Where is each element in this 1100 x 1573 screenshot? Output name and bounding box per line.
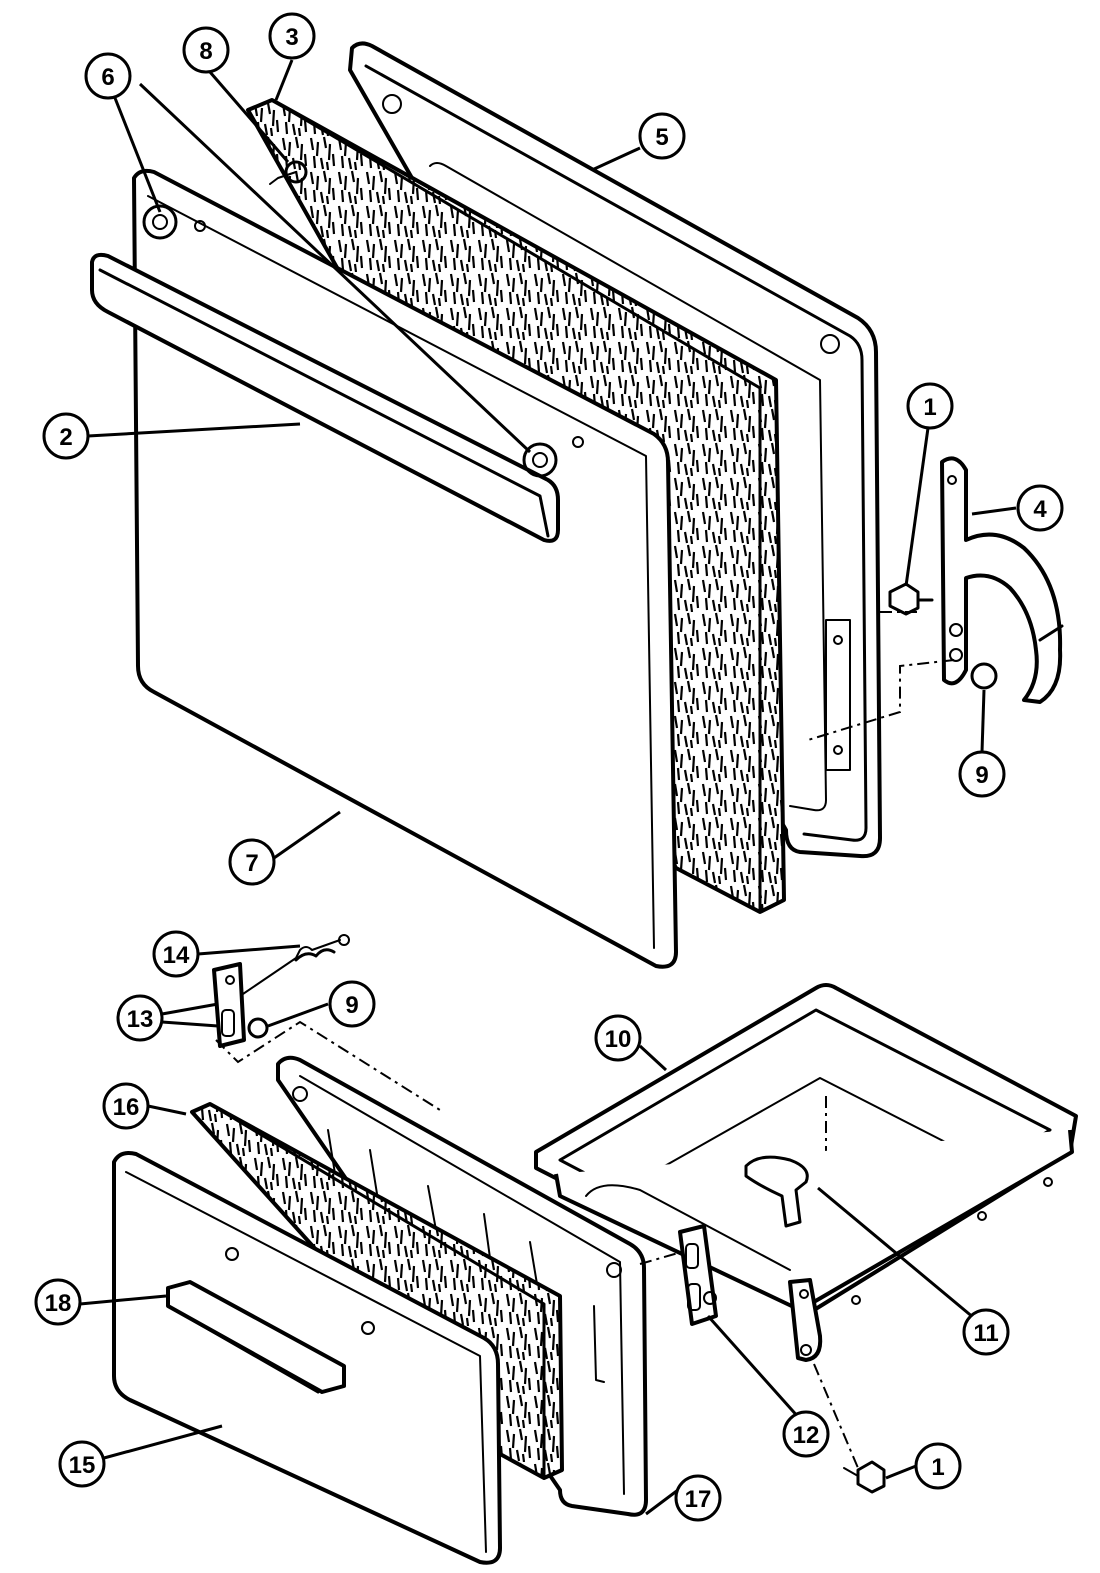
slide-screw-lower xyxy=(843,1460,886,1494)
assembly-line-hinge xyxy=(807,611,955,741)
callout-2: 2 xyxy=(42,412,90,460)
assembly-line-screw xyxy=(813,1363,859,1469)
svg-text:9: 9 xyxy=(345,992,358,1019)
callout-13: 13 xyxy=(116,994,164,1042)
callout-16: 16 xyxy=(102,1082,150,1130)
callout-1-upper: 1 xyxy=(906,382,954,430)
svg-text:1: 1 xyxy=(923,394,936,421)
callout-10: 10 xyxy=(594,1014,642,1062)
callout-4: 4 xyxy=(1016,484,1064,532)
drawer-clip xyxy=(744,1155,809,1228)
slide-bracket-right xyxy=(678,1224,718,1326)
svg-text:9: 9 xyxy=(975,762,988,789)
svg-text:14: 14 xyxy=(163,942,190,969)
door-handle xyxy=(90,252,560,543)
door-hinge xyxy=(940,456,1064,704)
svg-text:5: 5 xyxy=(655,124,668,151)
svg-text:13: 13 xyxy=(127,1006,154,1033)
drawer-spring xyxy=(239,934,350,997)
drawer-handle xyxy=(166,1280,346,1394)
callout-15: 15 xyxy=(58,1440,106,1488)
callout-11: 11 xyxy=(962,1308,1010,1356)
svg-text:8: 8 xyxy=(199,38,212,65)
callout-17: 17 xyxy=(674,1474,722,1522)
callout-14: 14 xyxy=(152,930,200,978)
hinge-screw-upper xyxy=(888,582,934,616)
callout-7: 6 xyxy=(84,52,132,100)
svg-text:6: 6 xyxy=(101,64,114,91)
callout-12: 12 xyxy=(782,1410,830,1458)
callout-3: 3 xyxy=(268,12,316,60)
drawer-frame xyxy=(534,983,1078,1362)
callout-18: 18 xyxy=(34,1278,82,1326)
slide-bracket-left xyxy=(212,962,269,1048)
assembly-line-drawer xyxy=(215,1020,441,1111)
svg-text:4: 4 xyxy=(1033,496,1047,523)
leader-lines xyxy=(79,59,1017,1516)
callout-1-lower: 1 xyxy=(914,1442,962,1490)
svg-text:3: 3 xyxy=(285,24,298,51)
svg-text:16: 16 xyxy=(113,1094,140,1121)
svg-text:10: 10 xyxy=(605,1026,632,1053)
svg-text:12: 12 xyxy=(793,1422,820,1449)
svg-text:2: 2 xyxy=(59,424,72,451)
callout-9-lower: 9 xyxy=(328,980,376,1028)
callout-9-upper: 9 xyxy=(958,750,1006,798)
svg-text:17: 17 xyxy=(685,1486,712,1513)
svg-text:18: 18 xyxy=(45,1290,72,1317)
callout-8: 8 xyxy=(182,26,230,74)
handle-caps xyxy=(142,160,584,478)
svg-text:1: 1 xyxy=(931,1454,944,1481)
callout-5: 5 xyxy=(638,112,686,160)
svg-text:7: 7 xyxy=(245,850,258,877)
callout-6: 7 xyxy=(228,838,276,886)
hinge-nut-upper xyxy=(970,662,998,690)
svg-text:11: 11 xyxy=(973,1320,998,1347)
svg-text:15: 15 xyxy=(69,1452,96,1479)
